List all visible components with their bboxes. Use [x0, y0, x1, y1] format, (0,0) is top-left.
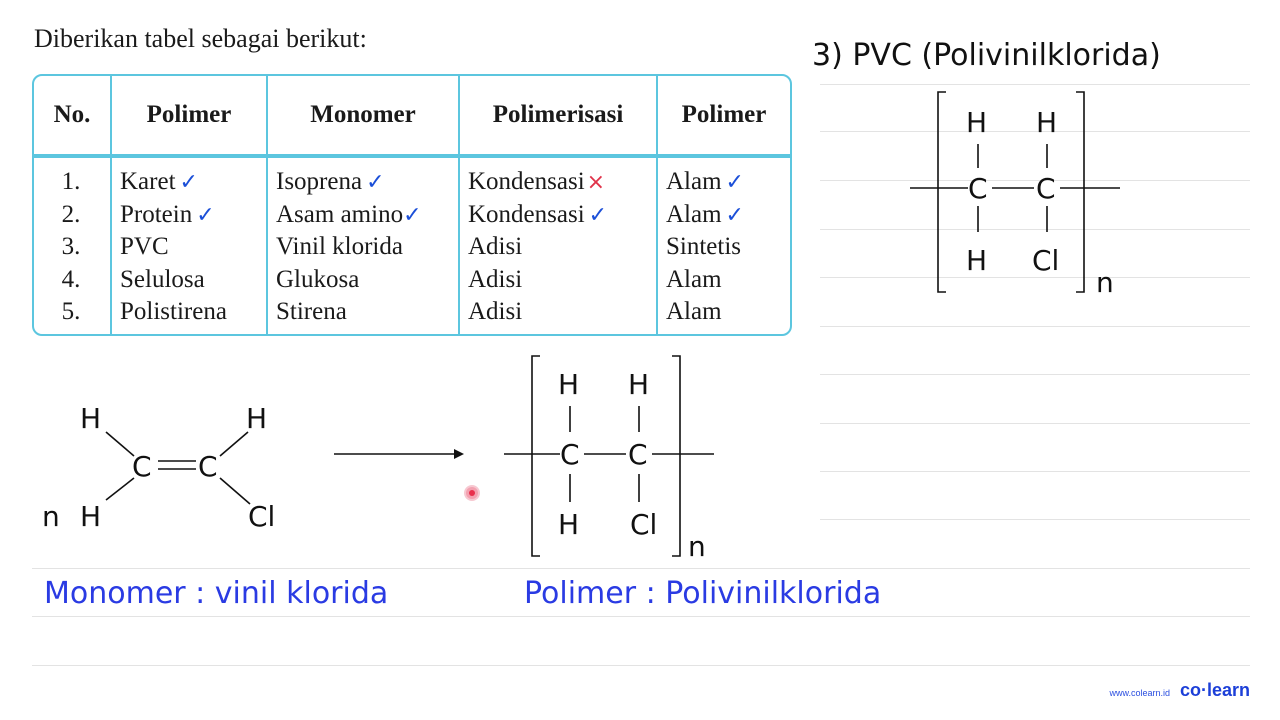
check-mark-icon: ✓: [179, 170, 198, 195]
left-bracket: [531, 355, 540, 557]
atom-h: H: [628, 368, 649, 401]
atom-c: C: [628, 438, 648, 471]
cell-polimer: PVC: [120, 233, 169, 260]
bond: [219, 477, 251, 505]
atom-h: H: [558, 508, 579, 541]
bond: [105, 431, 135, 457]
ruled-line: [820, 471, 1250, 472]
subscript-n: n: [688, 530, 706, 562]
atom-c: C: [1036, 172, 1056, 205]
cell-jenis: Alam: [666, 168, 722, 195]
header-monomer: Monomer: [267, 76, 460, 158]
check-mark-icon: ✓: [403, 202, 422, 228]
column-polimerisasi: Kondensasi× Kondensasi✓ Adisi Adisi Adis…: [459, 156, 658, 334]
header-polimer: Polimer: [111, 76, 268, 158]
ruled-line: [32, 616, 1250, 617]
atom-h: H: [966, 244, 987, 277]
row-number: 5.: [61, 298, 81, 325]
row-number: 3.: [61, 233, 81, 260]
cell-jenis: Sintetis: [666, 233, 742, 260]
cell-polimer: Polistirena: [120, 298, 227, 325]
atom-h: H: [558, 368, 579, 401]
atom-cl: Cl: [630, 508, 657, 541]
cross-mark-icon: ×: [586, 170, 606, 195]
bond: [219, 431, 249, 457]
pvc-structure-top: H H C C H Cl n: [910, 91, 1120, 298]
column-jenis: Alam✓ Alam✓ Sintetis Alam Alam: [657, 156, 790, 334]
column-polimer: Karet✓ Protein✓ PVC Selulosa Polistirena: [111, 156, 268, 334]
ruled-line: [820, 519, 1250, 520]
cell-monomer: Isoprena: [276, 168, 363, 195]
header-polimerisasi: Polimerisasi: [459, 76, 658, 158]
right-bracket: [1076, 91, 1085, 293]
ruled-line: [820, 131, 1250, 132]
footer-url: www.colearn.id: [1109, 688, 1170, 698]
row-number: 4.: [61, 265, 81, 293]
ruled-line: [820, 326, 1250, 327]
atom-cl: Cl: [1032, 244, 1059, 277]
intro-text: Diberikan tabel sebagai berikut:: [34, 24, 367, 53]
atom-c: C: [968, 172, 988, 205]
cell-polimer: Protein: [120, 200, 193, 228]
column-monomer: Isoprena✓ Asam amino✓ Vinil klorida Gluk…: [267, 156, 460, 334]
caption-polimer: Polimer : Polivinilklorida: [524, 576, 882, 611]
cell-monomer: Asam amino: [276, 200, 404, 228]
cell-polimer: Selulosa: [120, 265, 205, 293]
coefficient-n: n: [42, 500, 60, 533]
atom-c: C: [132, 450, 152, 483]
pointer-dot-icon: [466, 487, 478, 499]
ruled-line: [820, 180, 1250, 181]
caption-monomer: Monomer : vinil klorida: [44, 576, 389, 611]
cell-polimerisasi: Adisi: [468, 298, 523, 325]
pvc-structure-bottom: H H C C H Cl n: [504, 355, 714, 562]
row-number: 1.: [61, 168, 81, 195]
cell-jenis: Alam: [666, 298, 722, 325]
cell-polimer: Karet: [120, 168, 176, 195]
atom-h: H: [80, 402, 101, 435]
reaction-arrow-icon: [334, 449, 464, 459]
ruled-line: [820, 84, 1250, 85]
colearn-logo: co·learn: [1179, 680, 1250, 700]
check-mark-icon: ✓: [366, 170, 385, 195]
ruled-line: [32, 665, 1250, 666]
bond: [105, 477, 135, 501]
cell-jenis: Alam: [666, 265, 722, 293]
left-bracket: [937, 91, 946, 293]
row-number: 2.: [61, 200, 81, 228]
cell-polimerisasi: Adisi: [468, 265, 523, 293]
right-bracket: [672, 355, 681, 557]
header-no: No.: [34, 76, 112, 158]
pvc-title: 3) PVC (Polivinilklorida): [812, 38, 1161, 73]
cell-monomer: Vinil klorida: [276, 233, 403, 260]
ruled-line: [820, 374, 1250, 375]
atom-c: C: [560, 438, 580, 471]
atom-h: H: [1036, 106, 1057, 139]
cell-monomer: Stirena: [276, 298, 347, 325]
ruled-line: [820, 277, 1250, 278]
atom-h: H: [246, 402, 267, 435]
cell-polimerisasi: Kondensasi: [468, 168, 585, 195]
polymer-table: No. Polimer Monomer Polimerisasi Polimer…: [32, 74, 792, 336]
vinyl-chloride-structure: H H C C n H Cl: [42, 402, 275, 533]
ruled-line: [32, 568, 1250, 569]
cell-polimerisasi: Adisi: [468, 233, 523, 260]
cell-polimerisasi: Kondensasi: [468, 200, 585, 228]
header-jenis-polimer: Polimer: [657, 76, 790, 158]
check-mark-icon: ✓: [725, 202, 744, 228]
atom-cl: Cl: [248, 500, 275, 533]
ruled-line: [820, 423, 1250, 424]
atom-c: C: [198, 450, 218, 483]
check-mark-icon: ✓: [588, 202, 608, 228]
ruled-line: [820, 229, 1250, 230]
subscript-n: n: [1096, 266, 1114, 298]
atom-h: H: [80, 500, 101, 533]
check-mark-icon: ✓: [725, 170, 744, 195]
cell-monomer: Glukosa: [276, 265, 360, 293]
column-numbers: 1. 2. 3. 4. 5.: [34, 156, 112, 334]
atom-h: H: [966, 106, 987, 139]
cell-jenis: Alam: [666, 200, 722, 228]
check-mark-icon: ✓: [196, 202, 215, 228]
